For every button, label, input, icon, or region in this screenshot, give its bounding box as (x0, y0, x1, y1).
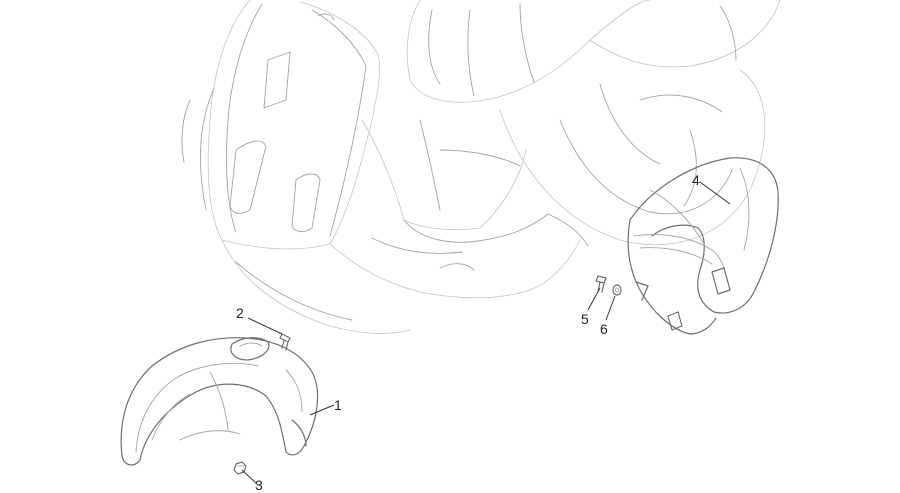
rear-mudguard (627, 157, 779, 335)
leader-5 (587, 287, 601, 311)
scooter-body (181, 0, 781, 334)
callout-3: 3 (255, 477, 263, 493)
leader-3 (241, 469, 259, 486)
callout-4: 4 (692, 172, 700, 188)
leader-4 (699, 181, 731, 205)
callout-labels: 1 2 3 4 5 6 (236, 172, 700, 493)
rear-mudguard-washer (612, 284, 622, 296)
callout-2: 2 (236, 305, 244, 321)
leader-lines (241, 181, 731, 486)
front-mudguard (120, 337, 319, 466)
leader-1 (309, 404, 335, 416)
callout-6: 6 (600, 321, 608, 337)
callout-5: 5 (581, 311, 589, 327)
leader-6 (605, 295, 616, 321)
leader-2 (247, 317, 283, 335)
callout-1: 1 (334, 397, 342, 413)
mudguard-screw (279, 333, 291, 351)
rear-mudguard-screw (595, 275, 607, 293)
